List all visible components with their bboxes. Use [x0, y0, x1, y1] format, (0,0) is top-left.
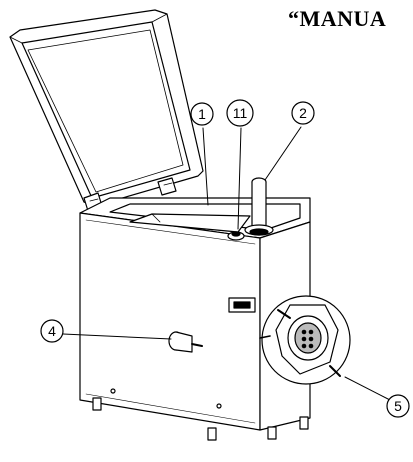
side-slot — [228, 297, 256, 313]
page-title: “MANUA — [288, 6, 387, 31]
callout-2-label: 2 — [299, 105, 307, 121]
pusher — [244, 177, 274, 236]
screw — [216, 403, 222, 409]
callout-1: 1 — [190, 102, 214, 126]
grinding-head — [259, 295, 351, 385]
switch — [227, 231, 245, 241]
callout-4-label: 4 — [48, 323, 56, 339]
screw — [110, 388, 116, 394]
callout-5: 5 — [386, 394, 410, 418]
callout-11: 11 — [226, 99, 254, 127]
lid — [9, 9, 204, 207]
feet — [92, 397, 309, 441]
leader-lines — [62, 126, 391, 401]
callout-5-label: 5 — [394, 398, 402, 414]
callout-11-label: 11 — [233, 105, 248, 121]
hinge-right — [157, 177, 177, 196]
callout-4: 4 — [40, 319, 64, 343]
handle-knob — [168, 331, 203, 353]
callout-1-label: 1 — [198, 106, 206, 122]
callout-2: 2 — [291, 101, 315, 125]
